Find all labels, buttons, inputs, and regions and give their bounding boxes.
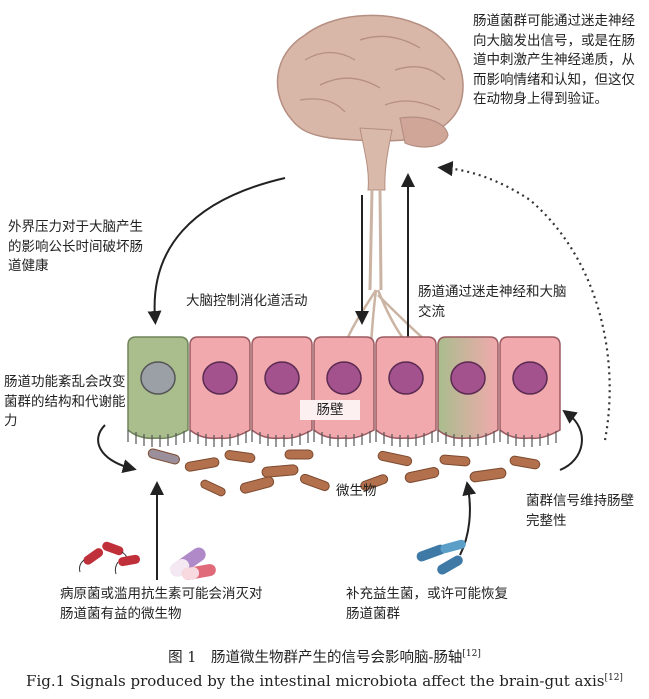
gut-cell [499, 336, 561, 440]
dysfunction-text: 肠道功能紊乱会改变菌群的结构和代谢能力 [4, 374, 126, 429]
signal-text: 菌群信号维持肠壁完整性 [526, 493, 634, 529]
antibiotic-pills [170, 547, 216, 580]
probiotic-text: 补充益生菌，或许可能恢复肠道菌群 [346, 586, 508, 622]
gut-cell [375, 336, 437, 440]
caption-english-text: Signals produced by the intestinal micro… [69, 672, 605, 690]
microbes-label: 微生物 [336, 483, 377, 499]
gut-cell [437, 336, 499, 440]
arrow-dysfunction-to-microbes [97, 424, 137, 473]
probiotic-bacteria [416, 539, 466, 575]
brain-note-text: 肠道菌群可能通过迷走神经向大脑发出信号，或是在肠道中刺激产生神经递质，从而影响情… [473, 13, 635, 107]
arrow-stress-to-gut [147, 177, 286, 325]
vagus-text: 肠道通过迷走神经和大脑交流 [418, 284, 567, 320]
brain-control-text: 大脑控制消化道活动 [186, 293, 308, 309]
gut-epithelium [127, 336, 561, 447]
gut-cell [251, 336, 313, 440]
caption-english: Fig.1 Signals produced by the intestinal… [0, 672, 649, 690]
arrow-microbes-to-brain-dotted [437, 160, 611, 441]
gut-cell [189, 336, 251, 440]
gut-cell [127, 336, 189, 440]
caption-english-prefix: Fig.1 [26, 672, 66, 690]
caption-chinese: 图 1 肠道微生物群产生的信号会影响脑-肠轴[12] [0, 646, 649, 667]
gut-wall-label: 肠壁 [300, 400, 360, 420]
stress-text: 外界压力对于大脑产生的影响公长时间破坏肠道健康 [8, 219, 143, 274]
caption-chinese-ref: [12] [462, 649, 481, 660]
arrow-signal-to-wall [559, 409, 583, 471]
pathogen-text: 病原菌或滥用抗生素可能会消灭对肠道菌有益的微生物 [60, 586, 263, 622]
arrow-probiotic-up [459, 481, 477, 556]
caption-english-ref: [12] [604, 673, 623, 683]
caption-chinese-text: 图 1 肠道微生物群产生的信号会影响脑-肠轴 [168, 650, 463, 666]
microbes [147, 448, 541, 497]
gut-cell [313, 336, 375, 440]
pathogen-bacteria [79, 541, 140, 575]
